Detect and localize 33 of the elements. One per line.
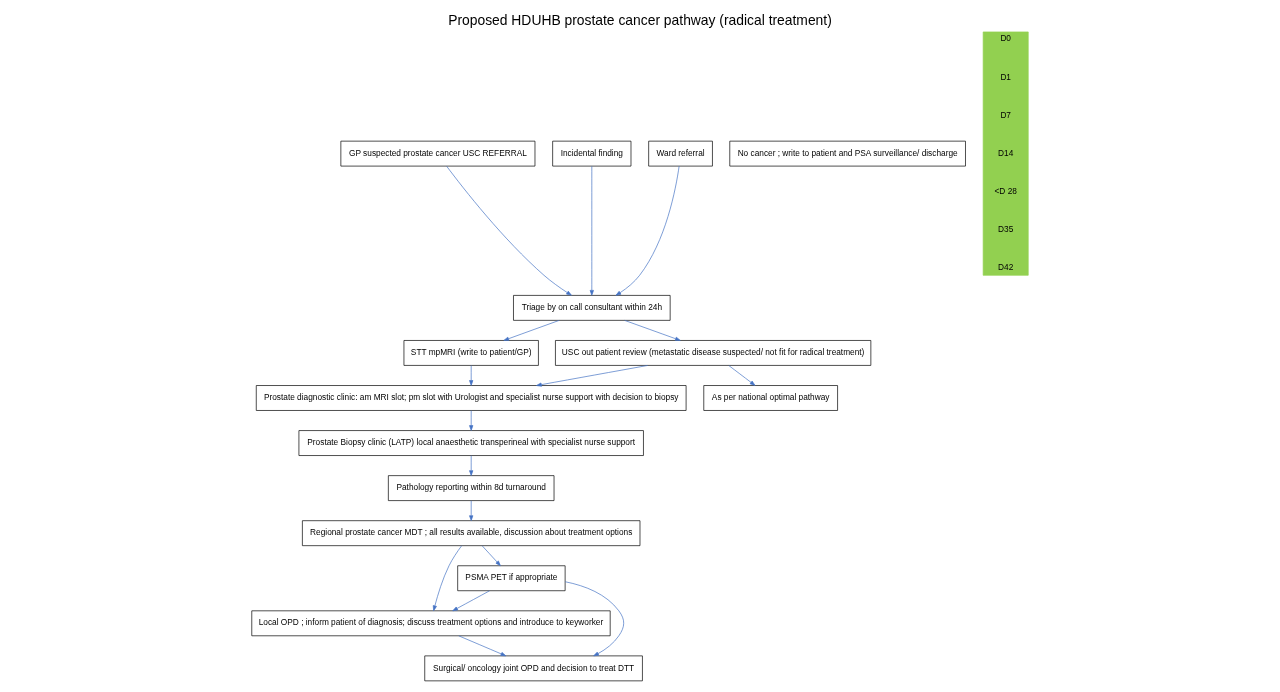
node-box: Ward referral xyxy=(648,140,713,167)
node-box: Incidental finding xyxy=(552,140,632,167)
node-box: Local OPD ; inform patient of diagnosis; discuss treatment options and introduce to keyworker xyxy=(251,610,611,637)
arrow xyxy=(624,320,681,341)
node-box: Triage by on call consultant within 24h xyxy=(513,295,671,321)
node-box: PSMA PET if appropriate xyxy=(457,565,566,592)
node-box: No cancer ; write to patient and PSA surveillance/ discharge xyxy=(729,140,966,167)
node-box: D0 D1 D7 D14 <D 28 D35 D42 xyxy=(982,31,1029,276)
arrow xyxy=(469,410,474,431)
arrow xyxy=(469,500,474,521)
node-box: Surgical/ oncology joint OPD and decision to treat DTT xyxy=(424,655,643,682)
arrow xyxy=(452,590,490,612)
node-box: As per national optimal pathway xyxy=(703,385,838,411)
arrow xyxy=(503,320,560,341)
node-box: Prostate Biopsy clinic (LATP) local anaesthetic transperineal with specialist nurse support xyxy=(298,430,644,456)
arrow xyxy=(536,365,648,387)
node-box: STT mpMRI (write to patient/GP) xyxy=(403,340,539,366)
arrow xyxy=(564,581,625,657)
node-box: GP suspected prostate cancer USC REFERRAL xyxy=(340,140,536,167)
node-box: Regional prostate cancer MDT ; all results available, discussion about treatment options xyxy=(302,520,641,546)
arrow xyxy=(589,165,594,296)
node-box: Pathology reporting within 8d turnaround xyxy=(388,475,555,501)
arrow xyxy=(615,165,680,296)
arrow xyxy=(432,545,462,611)
arrow xyxy=(469,455,474,476)
arrow xyxy=(728,365,756,386)
arrow xyxy=(458,635,507,657)
arrow xyxy=(469,365,474,386)
arrow xyxy=(481,545,501,566)
node-box: Prostate diagnostic clinic: am MRI slot; pm slot with Urologist and specialist nurse support with decision to biopsy xyxy=(255,385,687,411)
node-box: USC out patient review (metastatic disease suspected/ not fit for radical treatment) xyxy=(555,340,872,366)
arrow xyxy=(446,165,572,296)
diagram-title: Proposed HDUHB prostate cancer pathway (radical treatment) xyxy=(448,12,832,29)
